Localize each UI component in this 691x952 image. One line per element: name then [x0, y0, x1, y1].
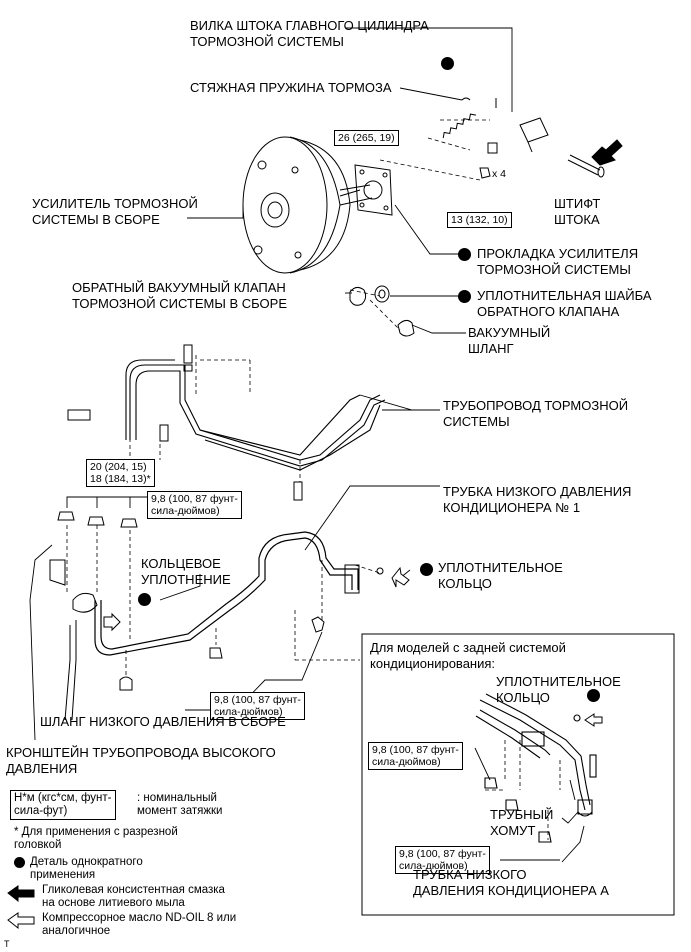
torque-spec-1: 26 (265, 19) — [334, 130, 399, 146]
legend-symbols — [7, 885, 35, 930]
ac-pipe-1 — [94, 531, 359, 656]
one-time-use-icon — [587, 689, 600, 702]
booster-nuts — [479, 167, 491, 179]
label-spring: СТЯЖНАЯ ПРУЖИНА ТОРМОЗА — [190, 80, 392, 95]
pipe-fittings — [49, 511, 384, 721]
inset-torque-b: 9,8 (100, 87 фунт-сила-дюймов) — [395, 846, 490, 874]
leader-lines — [29, 27, 585, 863]
corner-mark: T — [4, 939, 10, 949]
torque-spec-4: 9,8 (100, 87 фунт-сила-дюймов) — [147, 491, 242, 519]
one-time-use-icon — [441, 57, 454, 70]
brake-spring — [442, 97, 497, 139]
one-time-use-icon — [14, 857, 25, 868]
oil-arrows — [103, 566, 603, 727]
brake-booster — [242, 136, 373, 274]
clevis-pin — [567, 139, 623, 178]
one-time-use-icon — [138, 593, 151, 606]
one-time-use-icon — [420, 563, 433, 576]
check-valve-parts — [349, 285, 415, 337]
dashed-lines — [66, 119, 561, 840]
booster-gasket — [354, 164, 393, 216]
legend-unit-box: Н*м (кгс*см, фунт-сила-фут) — [10, 790, 116, 820]
nut-quantity: x 4 — [492, 168, 507, 180]
inset-parts — [475, 693, 597, 843]
one-time-use-icon — [458, 248, 471, 261]
torque-spec-3: 20 (204, 15)18 (184, 13)* — [86, 459, 155, 487]
label-low-pressure-hose: ШЛАНГ НИЗКОГО ДАВЛЕНИЯ В СБОРЕ — [40, 714, 286, 729]
brake-lines — [125, 359, 386, 471]
inset-torque-a: 9,8 (100, 87 фунт-сила-дюймов) — [368, 742, 463, 770]
brake-line-clamps — [67, 344, 303, 501]
one-time-use-icon — [458, 290, 471, 303]
clevis — [487, 117, 549, 154]
torque-spec-2: 13 (132, 10) — [447, 212, 512, 228]
torque-spec-5: 9,8 (100, 87 фунт-сила-дюймов) — [210, 692, 305, 720]
inset-frame — [361, 633, 675, 916]
